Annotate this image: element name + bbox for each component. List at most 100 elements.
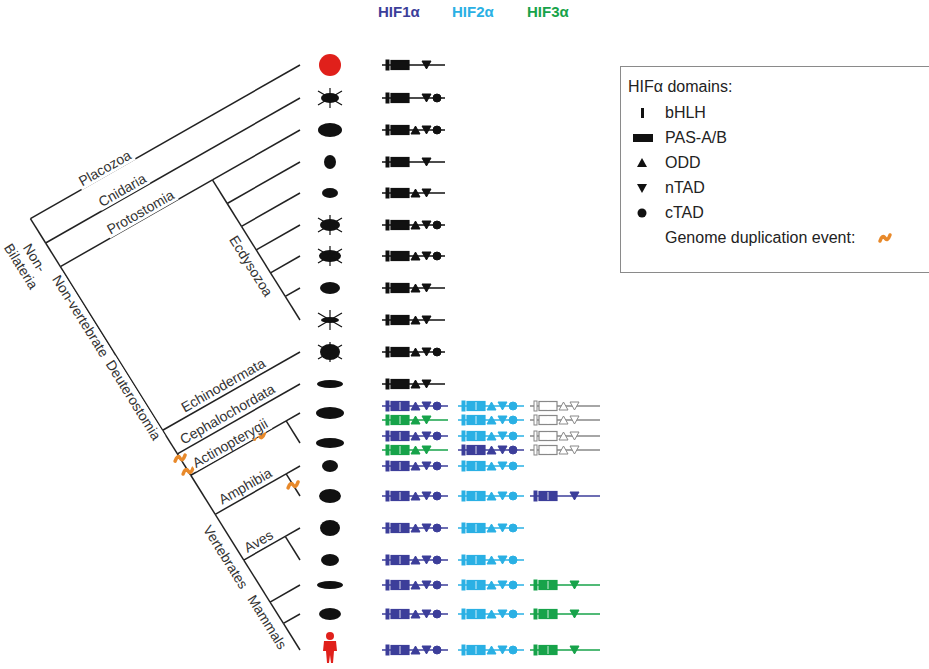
legend-ctad-symbol	[638, 209, 647, 218]
tree-branch	[286, 474, 300, 496]
bhlh-domain	[386, 157, 389, 167]
pas-domain	[391, 284, 409, 293]
ctad-domain	[509, 581, 517, 589]
pas-domain	[391, 126, 409, 135]
ntad-domain	[422, 462, 431, 470]
ntad-domain	[570, 446, 579, 454]
pas-divider	[400, 416, 401, 424]
organism-silhouette	[317, 380, 343, 388]
clade-label: Amphibia	[214, 464, 276, 509]
ctad-domain	[433, 462, 441, 470]
pas-divider	[400, 402, 401, 410]
pas-divider	[400, 646, 401, 654]
ctad-domain	[509, 462, 517, 470]
ntad-domain	[422, 432, 431, 440]
bhlh-domain	[462, 645, 465, 655]
bhlh-domain	[462, 401, 465, 411]
duplication-mark	[175, 455, 185, 461]
legend-text: PAS-A/B	[665, 129, 727, 147]
organism-silhouette	[319, 608, 341, 620]
bhlh-domain	[386, 491, 389, 501]
odd-domain	[487, 581, 496, 589]
bhlh-domain	[386, 523, 389, 533]
ntad-domain	[422, 646, 431, 654]
ntad-domain	[422, 348, 431, 356]
bhlh-domain	[386, 60, 389, 70]
bhlh-domain	[462, 445, 465, 455]
odd-domain	[487, 402, 496, 410]
legend-text: Genome duplication event:	[665, 229, 855, 247]
pas-domain	[391, 380, 409, 389]
ntad-domain	[498, 416, 507, 424]
organism-silhouette	[320, 520, 340, 536]
tree-branch	[241, 193, 300, 226]
pas-divider	[476, 581, 477, 589]
organism-silhouette	[316, 438, 344, 448]
ctad-domain	[433, 221, 441, 229]
ntad-domain	[422, 94, 431, 102]
pas-divider	[548, 402, 549, 410]
bhlh-domain	[534, 415, 537, 425]
ntad-domain	[422, 446, 431, 454]
organism-silhouette	[318, 123, 342, 137]
ctad-domain	[509, 646, 517, 654]
odd-domain	[411, 446, 420, 454]
duplication-mark	[288, 482, 298, 488]
pas-domain	[391, 348, 409, 357]
ntad-domain	[422, 380, 431, 388]
bhlh-domain	[386, 555, 389, 565]
legend-pas-symbol	[633, 134, 653, 142]
pas-divider	[400, 446, 401, 454]
duplication-mark	[183, 468, 193, 474]
pas-domain	[467, 402, 485, 411]
placozoa-silhouette	[319, 54, 341, 76]
legend-text: bHLH	[665, 104, 706, 122]
pas-domain	[391, 581, 409, 590]
pas-domain	[391, 221, 409, 230]
ntad-domain	[498, 446, 507, 454]
bhlh-domain	[386, 461, 389, 471]
bhlh-domain	[386, 415, 389, 425]
bhlh-domain	[462, 431, 465, 441]
odd-domain	[411, 581, 420, 589]
legend-text: cTAD	[665, 204, 704, 222]
ntad-domain	[422, 158, 431, 166]
pas-domain	[539, 610, 557, 619]
bhlh-domain	[386, 431, 389, 441]
bhlh-domain	[386, 645, 389, 655]
ctad-domain	[509, 610, 517, 618]
pas-domain	[391, 94, 409, 103]
pas-domain	[391, 432, 409, 441]
bhlh-domain	[386, 93, 389, 103]
pas-domain	[467, 524, 485, 533]
clade-label: Non-Bilateria	[0, 226, 59, 299]
pas-divider	[400, 252, 401, 260]
tree-branch	[212, 180, 227, 204]
ntad-domain	[498, 581, 507, 589]
bhlh-domain	[386, 315, 389, 325]
pas-domain	[391, 462, 409, 471]
bhlh-domain	[386, 580, 389, 590]
ntad-domain	[422, 524, 431, 532]
odd-domain	[487, 432, 496, 440]
pas-domain	[391, 646, 409, 655]
bhlh-domain	[386, 125, 389, 135]
pas-domain	[391, 492, 409, 501]
odd-domain	[411, 380, 420, 388]
tree-branch	[283, 614, 300, 623]
pas-domain	[467, 492, 485, 501]
bhlh-domain	[462, 461, 465, 471]
ntad-domain	[498, 492, 507, 500]
pas-domain	[391, 189, 409, 198]
pas-divider	[400, 492, 401, 500]
odd-domain	[411, 462, 420, 470]
bhlh-domain	[386, 220, 389, 230]
ctad-domain	[509, 402, 517, 410]
ntad-domain	[498, 462, 507, 470]
bhlh-domain	[462, 609, 465, 619]
odd-domain	[559, 446, 568, 454]
pas-divider	[476, 416, 477, 424]
odd-domain	[487, 492, 496, 500]
tree-branch	[286, 421, 300, 443]
pas-divider	[476, 610, 477, 618]
